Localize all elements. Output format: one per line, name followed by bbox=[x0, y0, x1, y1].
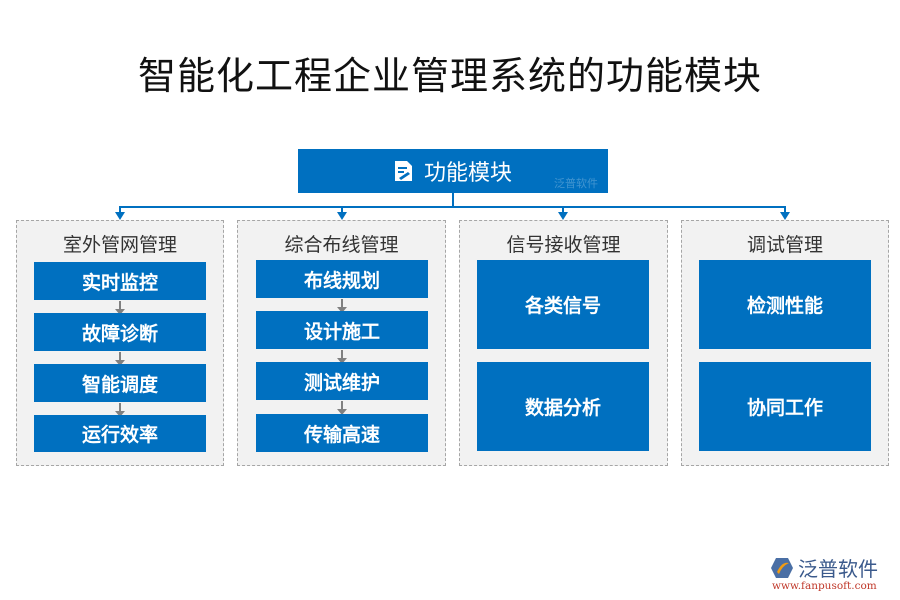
module-item: 传输高速 bbox=[256, 414, 428, 452]
connector-horizontal bbox=[119, 206, 786, 208]
flow-arrow-icon bbox=[337, 401, 347, 415]
group-signal-reception: 信号接收管理 各类信号 数据分析 bbox=[459, 220, 668, 466]
group-outdoor-pipe-network: 室外管网管理 实时监控 故障诊断 智能调度 运行效率 bbox=[16, 220, 224, 466]
group-debugging: 调试管理 检测性能 协同工作 bbox=[681, 220, 889, 466]
brand-url: www.fanpusoft.com bbox=[772, 580, 877, 592]
arrow-down-icon bbox=[780, 212, 790, 220]
module-item: 智能调度 bbox=[34, 364, 206, 402]
watermark: 泛普软件 bbox=[554, 177, 598, 190]
root-node: 功能模块 泛普软件 bbox=[298, 149, 608, 193]
group-title: 调试管理 bbox=[746, 234, 823, 256]
brand-name: 泛普软件 bbox=[798, 557, 878, 581]
document-edit-icon bbox=[394, 161, 412, 181]
module-item: 设计施工 bbox=[256, 311, 428, 349]
module-item: 实时监控 bbox=[34, 262, 206, 300]
arrow-down-icon bbox=[115, 212, 125, 220]
flow-arrow-icon bbox=[337, 299, 347, 313]
module-item: 各类信号 bbox=[477, 260, 649, 349]
page-title: 智能化工程企业管理系统的功能模块 bbox=[137, 54, 762, 98]
module-item: 测试维护 bbox=[256, 362, 428, 400]
module-item: 检测性能 bbox=[699, 260, 871, 349]
module-item: 协同工作 bbox=[699, 362, 871, 451]
connector-drop-1 bbox=[119, 206, 121, 214]
module-item: 布线规划 bbox=[256, 260, 428, 298]
connector-drop-2 bbox=[341, 206, 343, 214]
arrow-down-icon bbox=[337, 212, 347, 220]
module-item: 数据分析 bbox=[477, 362, 649, 451]
root-label: 功能模块 bbox=[423, 161, 512, 186]
brand-logo: 泛普软件 www.fanpusoft.com bbox=[770, 553, 895, 595]
fanpu-logo-icon bbox=[771, 557, 793, 578]
group-integrated-cabling: 综合布线管理 布线规划 设计施工 测试维护 传输高速 bbox=[237, 220, 446, 466]
connector-drop-4 bbox=[784, 206, 786, 214]
flow-arrow-icon bbox=[115, 352, 125, 366]
group-title: 室外管网管理 bbox=[62, 234, 177, 256]
brand-mark: 泛普软件 bbox=[770, 553, 878, 582]
flow-arrow-icon bbox=[115, 301, 125, 315]
group-title: 综合布线管理 bbox=[284, 234, 399, 256]
flow-arrow-icon bbox=[337, 350, 347, 364]
module-item: 故障诊断 bbox=[34, 313, 206, 351]
connector-drop-3 bbox=[562, 206, 564, 214]
group-title: 信号接收管理 bbox=[506, 234, 621, 256]
flow-arrow-icon bbox=[115, 403, 125, 417]
module-item: 运行效率 bbox=[34, 415, 206, 452]
arrow-down-icon bbox=[558, 212, 568, 220]
connector-root-stem bbox=[452, 193, 454, 207]
